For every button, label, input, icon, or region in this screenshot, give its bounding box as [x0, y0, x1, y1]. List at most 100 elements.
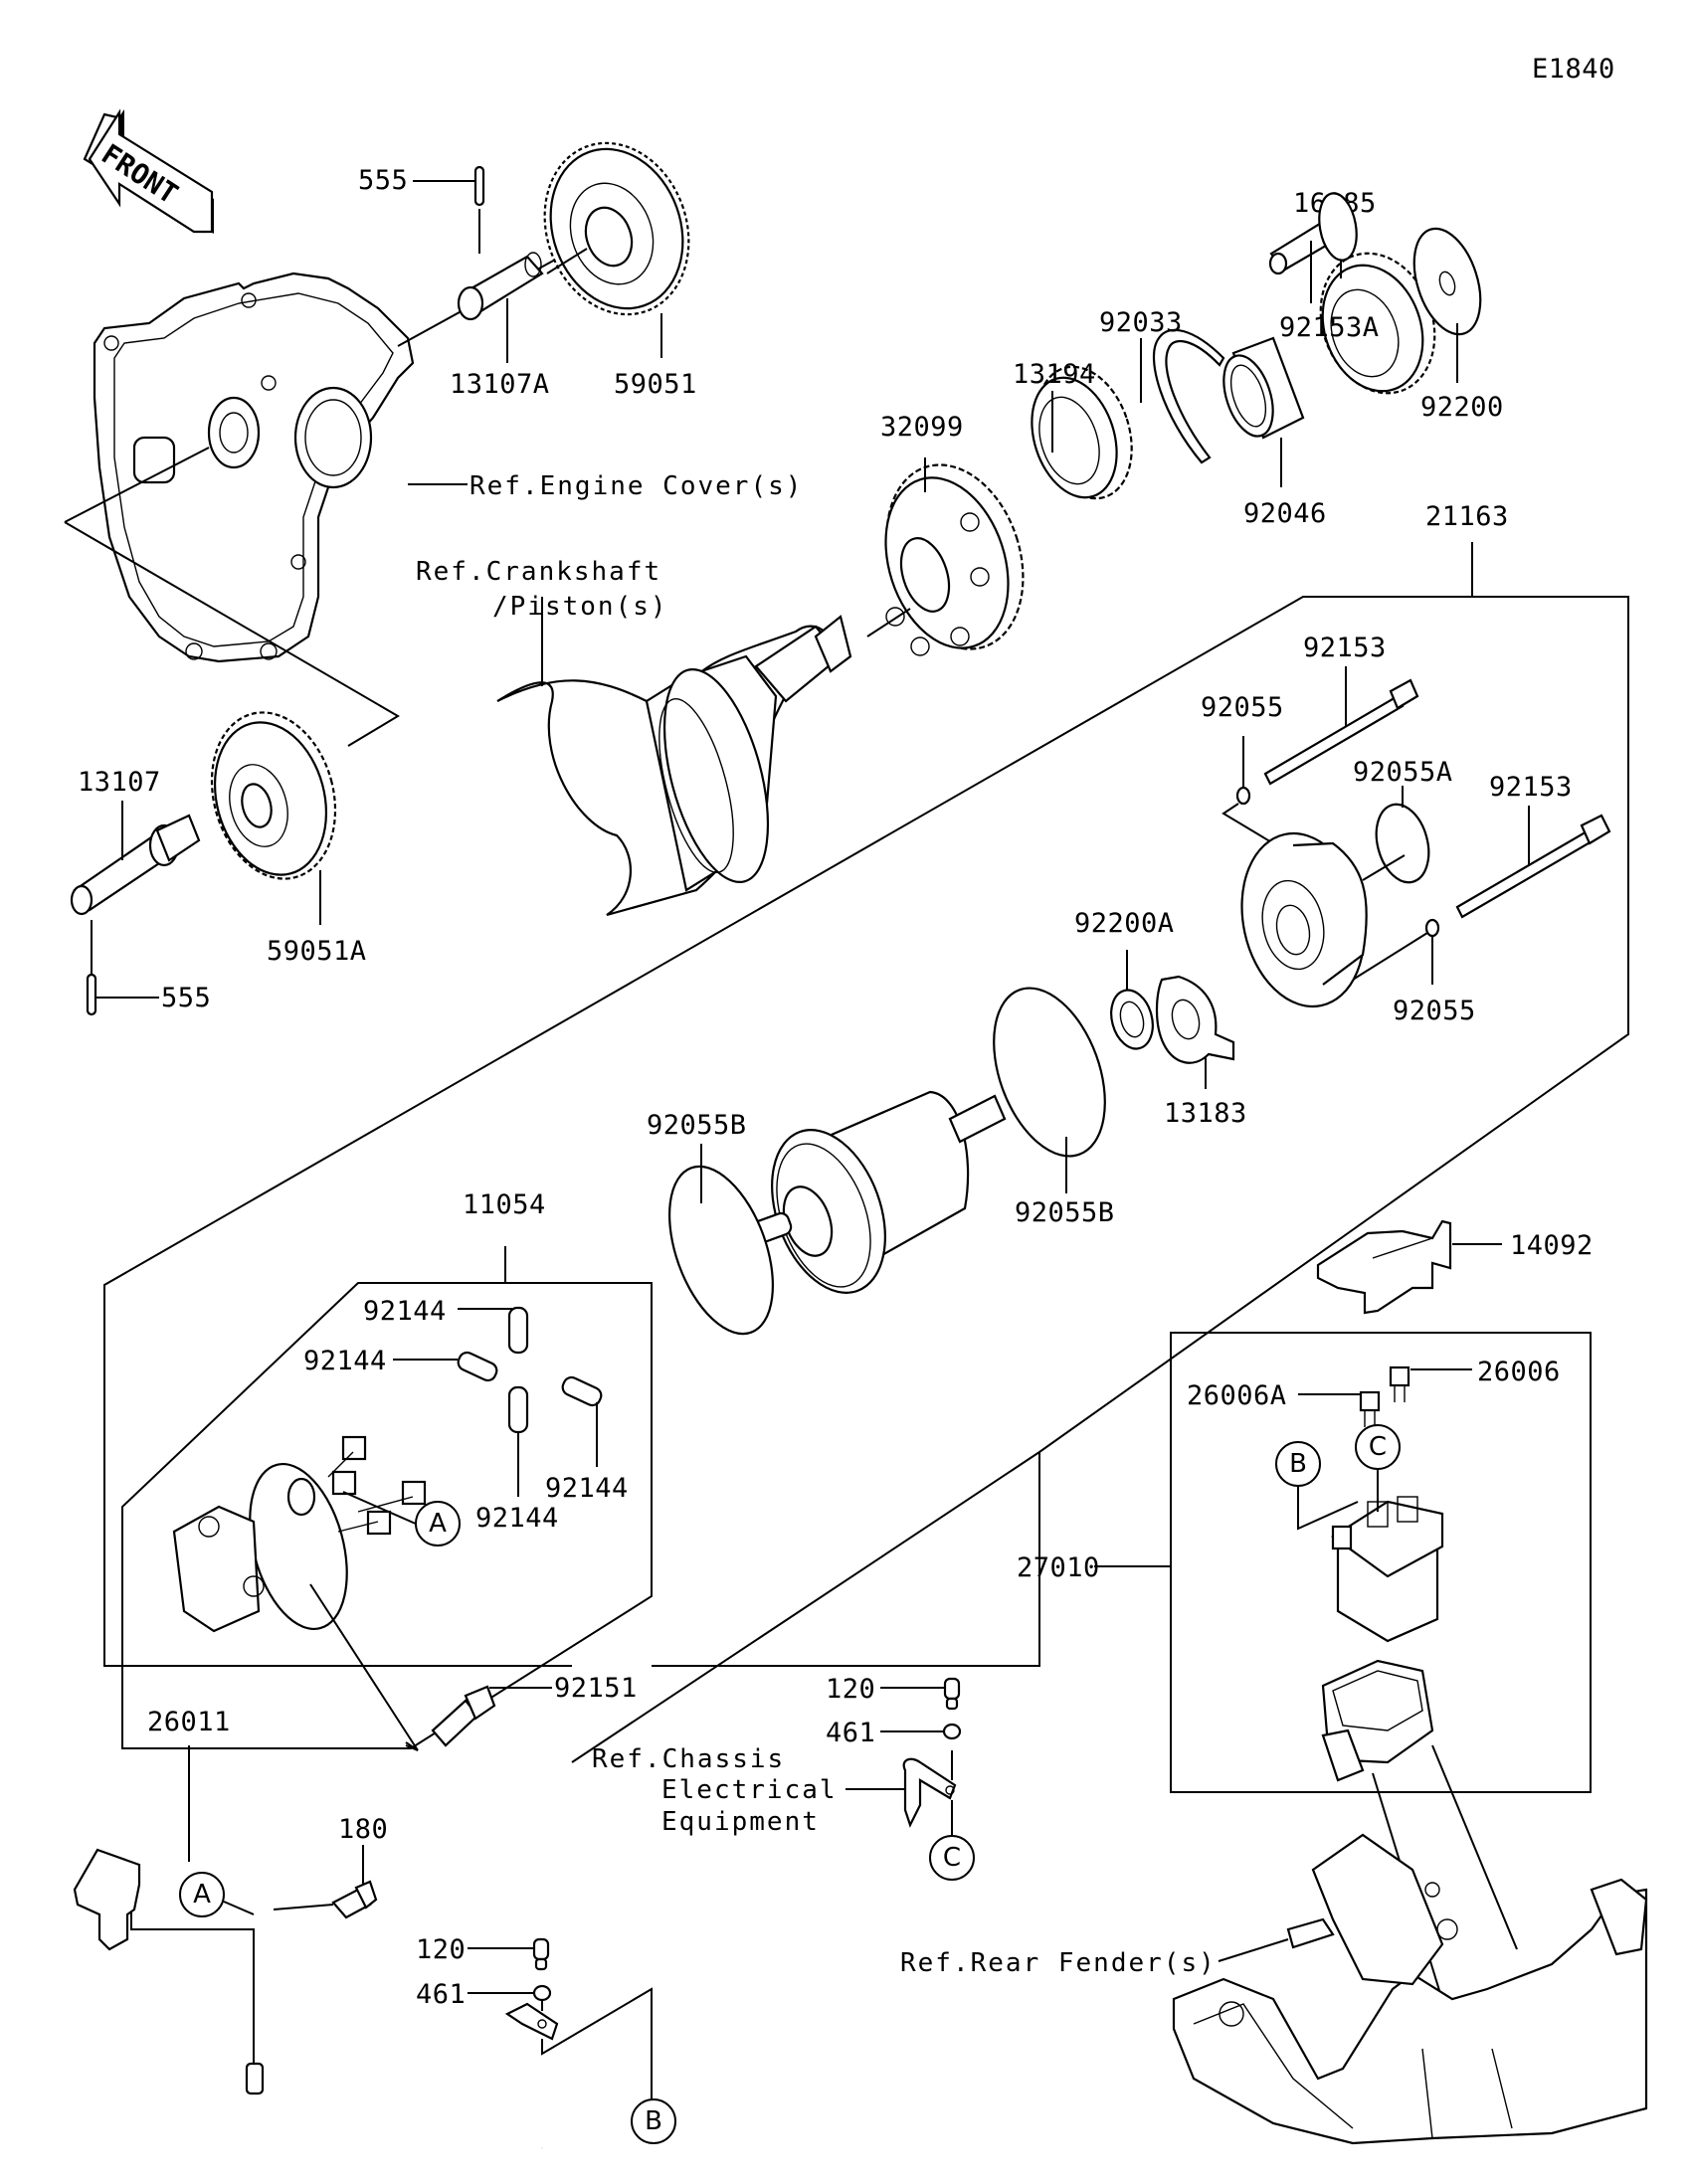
part-label-92055-lower[interactable]: 92055 — [1393, 996, 1476, 1026]
part-label-26006A[interactable]: 26006A — [1187, 1380, 1287, 1411]
part-label-120-upper[interactable]: 120 — [826, 1674, 875, 1705]
part-label-92055A[interactable]: 92055A — [1353, 757, 1453, 788]
relay-frame-27010 — [1170, 1332, 1592, 1793]
part-label-92055B-right[interactable]: 92055B — [1015, 1197, 1115, 1228]
washer-461-upper — [942, 1723, 962, 1740]
ref-rear-fender[interactable]: Ref.Rear Fender(s) — [900, 1948, 1217, 1978]
part-label-11054[interactable]: 11054 — [463, 1189, 546, 1220]
gear-32099 — [884, 463, 1025, 656]
shaft-13107 — [70, 814, 201, 916]
part-label-120-lower[interactable]: 120 — [416, 1934, 466, 1965]
part-label-21163[interactable]: 21163 — [1425, 501, 1509, 532]
ref-chassis-line3[interactable]: Equipment — [661, 1807, 820, 1837]
callout-C-relay-label: C — [1369, 1432, 1387, 1462]
end-cover-drawing — [1240, 831, 1368, 1008]
shaft-13107A — [457, 252, 544, 321]
springs-92144 — [457, 1306, 603, 1434]
part-label-461-lower[interactable]: 461 — [416, 1979, 466, 2010]
relay-boot-drawing — [1321, 1659, 1434, 1782]
bearing-92046 — [1222, 336, 1305, 440]
bolt-92153A — [1268, 192, 1358, 275]
pin-555-bottom — [86, 973, 97, 1016]
part-label-59051A[interactable]: 59051A — [267, 936, 367, 967]
part-label-13107[interactable]: 13107 — [78, 767, 161, 798]
callout-A-brush — [415, 1501, 461, 1547]
part-label-92055B-left[interactable]: 92055B — [647, 1110, 747, 1141]
part-label-92144-4[interactable]: 92144 — [475, 1503, 559, 1534]
part-label-13183[interactable]: 13183 — [1164, 1098, 1247, 1129]
callout-A-brush-label: A — [429, 1509, 447, 1539]
fuses-26006 — [1359, 1365, 1410, 1427]
leader-line — [64, 447, 210, 523]
pin-555-top — [473, 165, 485, 207]
callout-A-cable — [179, 1872, 225, 1917]
callout-C-chassis-label: C — [943, 1843, 961, 1873]
part-label-92151[interactable]: 92151 — [554, 1673, 638, 1704]
bolt-92151 — [431, 1685, 496, 1747]
ref-engine-cover[interactable]: Ref.Engine Cover(s) — [470, 471, 803, 501]
callout-B-relay-label: B — [1289, 1449, 1307, 1479]
circlip-92033 — [1152, 328, 1225, 464]
part-label-59051[interactable]: 59051 — [614, 369, 697, 400]
armature-drawing — [744, 1090, 1007, 1294]
part-label-92033[interactable]: 92033 — [1099, 307, 1183, 338]
part-label-26006[interactable]: 26006 — [1477, 1357, 1561, 1387]
oring-92055B-left — [667, 1165, 775, 1336]
ref-chassis-line2[interactable]: Electrical — [661, 1775, 838, 1805]
part-label-92144-1[interactable]: 92144 — [363, 1296, 447, 1327]
part-label-92046[interactable]: 92046 — [1243, 498, 1327, 529]
washer-92200A — [1110, 989, 1154, 1050]
front-direction-arrow-icon: FRONT — [83, 108, 214, 234]
part-label-92200[interactable]: 92200 — [1420, 392, 1504, 423]
rear-fender-drawing — [1172, 1833, 1648, 2145]
oring-92055-lower — [1424, 918, 1440, 938]
callout-B-cable-label: B — [645, 2106, 662, 2136]
leader-line — [64, 521, 400, 747]
oring-92055B-right — [993, 987, 1106, 1158]
ref-chassis-line1[interactable]: Ref.Chassis — [592, 1744, 785, 1774]
battery-cable-26011 — [73, 1848, 559, 2184]
part-label-27010[interactable]: 27010 — [1017, 1552, 1100, 1583]
part-label-461-upper[interactable]: 461 — [826, 1718, 875, 1748]
part-label-92153-lower[interactable]: 92153 — [1489, 772, 1573, 803]
oring-92055A — [1375, 803, 1430, 884]
bolt-180 — [331, 1880, 378, 1919]
bolt-120-lower — [532, 1937, 550, 1971]
starter-relay-drawing — [1331, 1496, 1444, 1643]
gear-59051 — [543, 141, 690, 316]
part-label-13194[interactable]: 13194 — [1013, 359, 1096, 390]
bolt-92153-lower — [1455, 814, 1611, 919]
callout-C-chassis — [929, 1835, 975, 1881]
part-label-92153A[interactable]: 92153A — [1279, 312, 1380, 343]
part-label-92200A[interactable]: 92200A — [1074, 908, 1175, 939]
part-label-26011[interactable]: 26011 — [147, 1707, 231, 1737]
lock-washer-13183 — [1155, 975, 1235, 1064]
ref-crankshaft-line2[interactable]: /Piston(s) — [492, 592, 668, 622]
bolt-120-upper — [943, 1677, 961, 1711]
bolt-92153-upper — [1263, 678, 1419, 786]
part-label-555[interactable]: 555 — [358, 165, 408, 196]
relay-cover-14092 — [1316, 1219, 1452, 1315]
part-label-92144-3[interactable]: 92144 — [545, 1473, 629, 1504]
gear-59051A — [210, 711, 337, 880]
callout-A-cable-label: A — [193, 1880, 211, 1910]
part-label-13107A[interactable]: 13107A — [450, 369, 550, 400]
ref-crankshaft-line1[interactable]: Ref.Crankshaft — [416, 557, 661, 587]
part-label-555-bottom[interactable]: 555 — [161, 983, 211, 1013]
callout-B-cable — [631, 2098, 676, 2144]
part-label-180[interactable]: 180 — [338, 1814, 388, 1845]
part-label-92144-2[interactable]: 92144 — [303, 1346, 387, 1376]
diagram-code: E1840 — [1532, 54, 1615, 85]
crankshaft-drawing — [496, 615, 852, 917]
part-label-92055-upper[interactable]: 92055 — [1201, 692, 1284, 723]
chassis-ground-terminal — [902, 1757, 957, 1828]
washer-461-lower — [532, 1984, 552, 2002]
part-label-14092[interactable]: 14092 — [1510, 1230, 1594, 1261]
brush-holder-drawing — [172, 1435, 427, 1633]
gear-16085 — [1319, 252, 1436, 395]
washer-92200 — [1412, 227, 1482, 336]
part-label-92153-upper[interactable]: 92153 — [1303, 633, 1387, 663]
part-label-32099[interactable]: 32099 — [880, 412, 964, 443]
engine-cover-drawing — [93, 272, 415, 663]
